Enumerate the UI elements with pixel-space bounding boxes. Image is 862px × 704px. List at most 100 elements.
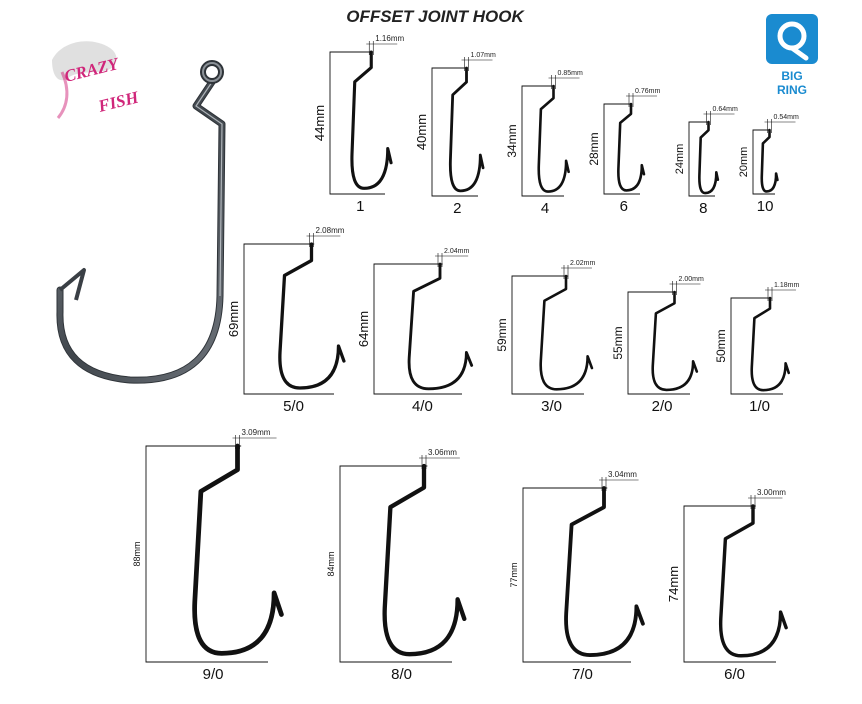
dimension-bracket bbox=[730, 297, 783, 395]
hook-size-label: 5/0 bbox=[283, 398, 304, 415]
hook-shape bbox=[617, 102, 646, 192]
hook-shape bbox=[382, 463, 467, 657]
hook-shape bbox=[750, 296, 791, 392]
dimension-bracket bbox=[627, 291, 690, 395]
hook-length-label: 34mm bbox=[505, 124, 519, 157]
dimension-bracket bbox=[373, 263, 462, 395]
hook-diagram: 0.54mm 20mm 10 bbox=[738, 114, 799, 215]
hook-shape bbox=[698, 120, 720, 195]
hook-diagram: 1.16mm 44mm 1 bbox=[312, 34, 404, 215]
brand-name-line2: FISH bbox=[95, 87, 141, 116]
hook-shape bbox=[407, 262, 474, 391]
hook-size-label: 10 bbox=[757, 198, 774, 215]
ring-tail-icon bbox=[789, 45, 809, 61]
hook-size-label: 4/0 bbox=[412, 398, 433, 415]
hook-diagram: 3.06mm 84mm 8/0 bbox=[326, 448, 467, 683]
wire-thickness-label: 0.85mm bbox=[558, 70, 583, 77]
hook-shape bbox=[651, 290, 699, 392]
hook-size-label: 6/0 bbox=[724, 666, 745, 683]
hook-diagram: 2.02mm 59mm 3/0 bbox=[495, 260, 595, 415]
hook-size-label: 2 bbox=[453, 200, 461, 217]
dimension-bracket bbox=[329, 51, 385, 195]
hook-size-label: 4 bbox=[541, 200, 549, 217]
wire-thickness-label: 1.18mm bbox=[774, 282, 799, 289]
hook-length-label: 69mm bbox=[226, 301, 241, 337]
wire-thickness-label: 3.00mm bbox=[757, 488, 786, 497]
dimension-bracket bbox=[521, 85, 564, 197]
hook-length-label: 84mm bbox=[326, 551, 336, 576]
hook-shape bbox=[448, 66, 485, 193]
hook-length-label: 88mm bbox=[132, 541, 142, 566]
hook-length-label: 28mm bbox=[587, 132, 601, 165]
big-ring-icon bbox=[766, 14, 818, 64]
hook-diagram: 0.64mm 24mm 8 bbox=[674, 106, 738, 217]
crazy-fish-logo: CRAZY FISH bbox=[52, 41, 141, 119]
hook-length-label: 77mm bbox=[509, 562, 519, 587]
wire-thickness-label: 1.16mm bbox=[375, 34, 404, 43]
hook-shape bbox=[192, 443, 284, 656]
big-ring-badge: BIG RING bbox=[766, 14, 818, 97]
hook-size-label: 2/0 bbox=[652, 398, 673, 415]
wire-thickness-label: 1.07mm bbox=[471, 52, 496, 59]
hook-length-label: 64mm bbox=[356, 311, 371, 347]
wire-thickness-label: 2.00mm bbox=[679, 276, 704, 283]
wire-thickness-label: 0.76mm bbox=[635, 88, 660, 95]
hook-diagram: 3.09mm 88mm 9/0 bbox=[132, 428, 284, 683]
hook-size-label: 9/0 bbox=[203, 666, 224, 683]
hook-length-label: 55mm bbox=[611, 326, 625, 359]
hook-shape bbox=[539, 274, 594, 391]
dimension-bracket bbox=[431, 67, 478, 197]
hook-diagram: 0.76mm 28mm 6 bbox=[587, 88, 660, 215]
dimension-bracket bbox=[752, 129, 775, 195]
wire-thickness-label: 0.54mm bbox=[774, 114, 799, 121]
hook-size-label: 3/0 bbox=[541, 398, 562, 415]
hook-shape bbox=[760, 128, 779, 193]
hook-diagram: 2.00mm 55mm 2/0 bbox=[611, 276, 704, 415]
hook-shape bbox=[278, 242, 346, 390]
dimension-bracket bbox=[603, 103, 640, 195]
hook-size-label: 8/0 bbox=[391, 666, 412, 683]
wire-thickness-label: 0.64mm bbox=[713, 106, 738, 113]
chart-title: OFFSET JOINT HOOK bbox=[346, 7, 525, 26]
hook-diagram: 1.07mm 40mm 2 bbox=[414, 52, 496, 217]
product-hook-photo bbox=[56, 60, 226, 384]
hook-length-label: 74mm bbox=[666, 566, 681, 602]
fish-silhouette-icon bbox=[52, 41, 117, 81]
wire-thickness-label: 2.04mm bbox=[444, 248, 469, 255]
dimension-bracket bbox=[683, 505, 776, 663]
hook-size-label: 7/0 bbox=[572, 666, 593, 683]
hook-length-label: 20mm bbox=[738, 147, 750, 178]
hook-shape bbox=[350, 50, 393, 190]
wire-thickness-label: 2.02mm bbox=[570, 260, 595, 267]
badge-label-line2: RING bbox=[777, 83, 807, 97]
hook-length-label: 44mm bbox=[312, 105, 327, 141]
paint-drip-icon bbox=[56, 71, 69, 119]
dimension-bracket bbox=[145, 445, 268, 663]
hook-length-label: 40mm bbox=[414, 114, 429, 150]
dimension-bracket bbox=[243, 243, 334, 395]
hook-diagram: 2.04mm 64mm 4/0 bbox=[356, 248, 474, 415]
hook-shape bbox=[564, 486, 645, 657]
dimension-bracket bbox=[511, 275, 584, 395]
hook-length-label: 59mm bbox=[495, 318, 509, 351]
hook-length-label: 24mm bbox=[674, 144, 686, 175]
hook-diagram: 2.08mm 69mm 5/0 bbox=[226, 226, 346, 415]
dimension-bracket bbox=[688, 121, 715, 197]
wire-thickness-label: 3.06mm bbox=[428, 448, 457, 457]
dimension-bracket bbox=[522, 487, 631, 663]
hook-size-label: 6 bbox=[620, 198, 628, 215]
hook-shape bbox=[718, 504, 788, 658]
wire-thickness-label: 2.08mm bbox=[316, 226, 345, 235]
hook-diagram: 3.04mm 77mm 7/0 bbox=[509, 470, 645, 683]
hook-size-label: 1 bbox=[356, 198, 364, 215]
wire-thickness-label: 3.04mm bbox=[608, 470, 637, 479]
hook-diagram: 3.00mm 74mm 6/0 bbox=[666, 488, 788, 683]
dimension-bracket bbox=[339, 465, 452, 663]
badge-label-line1: BIG bbox=[781, 69, 802, 83]
hook-shape bbox=[537, 84, 570, 193]
hook-diagram: 0.85mm 34mm 4 bbox=[505, 70, 583, 217]
wire-thickness-label: 3.09mm bbox=[242, 428, 271, 437]
hook-size-label: 8 bbox=[699, 200, 707, 217]
